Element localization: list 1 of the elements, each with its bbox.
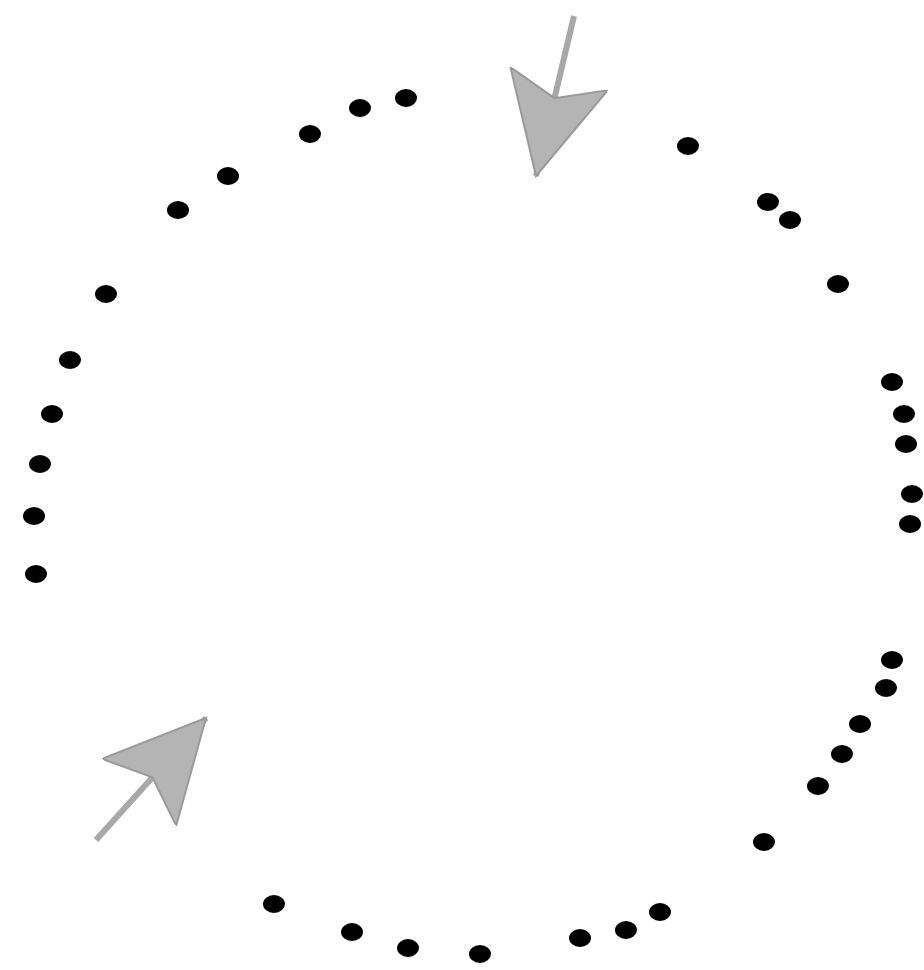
dotted-ring <box>20 84 924 968</box>
